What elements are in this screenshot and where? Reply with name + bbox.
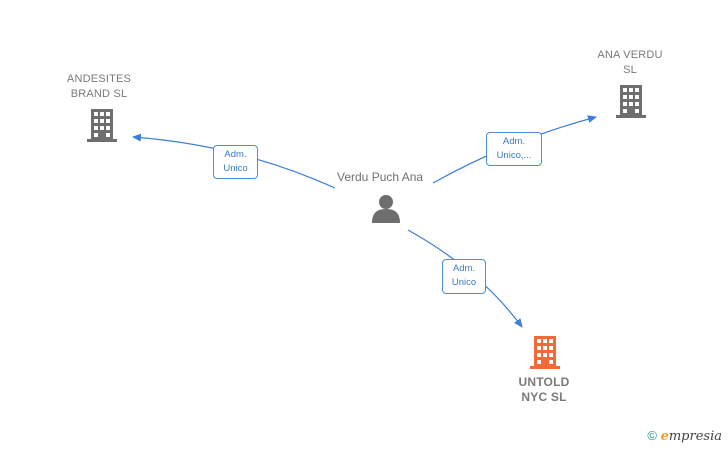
brand-logo-text: mpresia xyxy=(668,429,722,444)
edge-role-line2: Unico,... xyxy=(496,150,532,161)
company-name-line2: NYC SL xyxy=(521,390,567,404)
edge-role-line1: Adm. xyxy=(224,149,247,160)
edge-role-line1: Adm. xyxy=(502,136,526,147)
company-name-line1: UNTOLD xyxy=(518,375,570,389)
building-icon[interactable] xyxy=(87,109,117,142)
company-name-line1: ANDESITES xyxy=(66,73,132,85)
edge-role-line1: Adm. xyxy=(452,263,476,274)
company-name-line1: ANA VERDU xyxy=(597,49,663,61)
edge-label-to-andesites[interactable]: Adm. Unico xyxy=(213,145,258,179)
edge-label-to-untold[interactable]: Adm. Unico xyxy=(442,259,486,294)
company-name-line2: SL xyxy=(623,64,637,76)
brand-footer[interactable]: © empresia xyxy=(647,428,722,444)
brand-logo-initial: e xyxy=(660,429,669,444)
person-icon[interactable] xyxy=(372,195,400,223)
company-label-ana-verdu[interactable]: ANA VERDU SL xyxy=(580,48,680,78)
building-icon[interactable] xyxy=(530,336,560,369)
copyright-symbol: © xyxy=(647,428,657,443)
edge-label-to-ana-verdu[interactable]: Adm. Unico,... xyxy=(486,132,542,166)
company-name-line2: BRAND SL xyxy=(70,88,128,100)
company-label-untold[interactable]: UNTOLD NYC SL xyxy=(494,375,594,405)
edge-role-line2: Unico xyxy=(451,277,477,288)
building-icon[interactable] xyxy=(616,85,646,118)
edge-role-line2: Unico xyxy=(223,163,248,174)
person-label[interactable]: Verdu Puch Ana xyxy=(337,170,424,184)
company-label-andesites[interactable]: ANDESITES BRAND SL xyxy=(49,72,149,102)
